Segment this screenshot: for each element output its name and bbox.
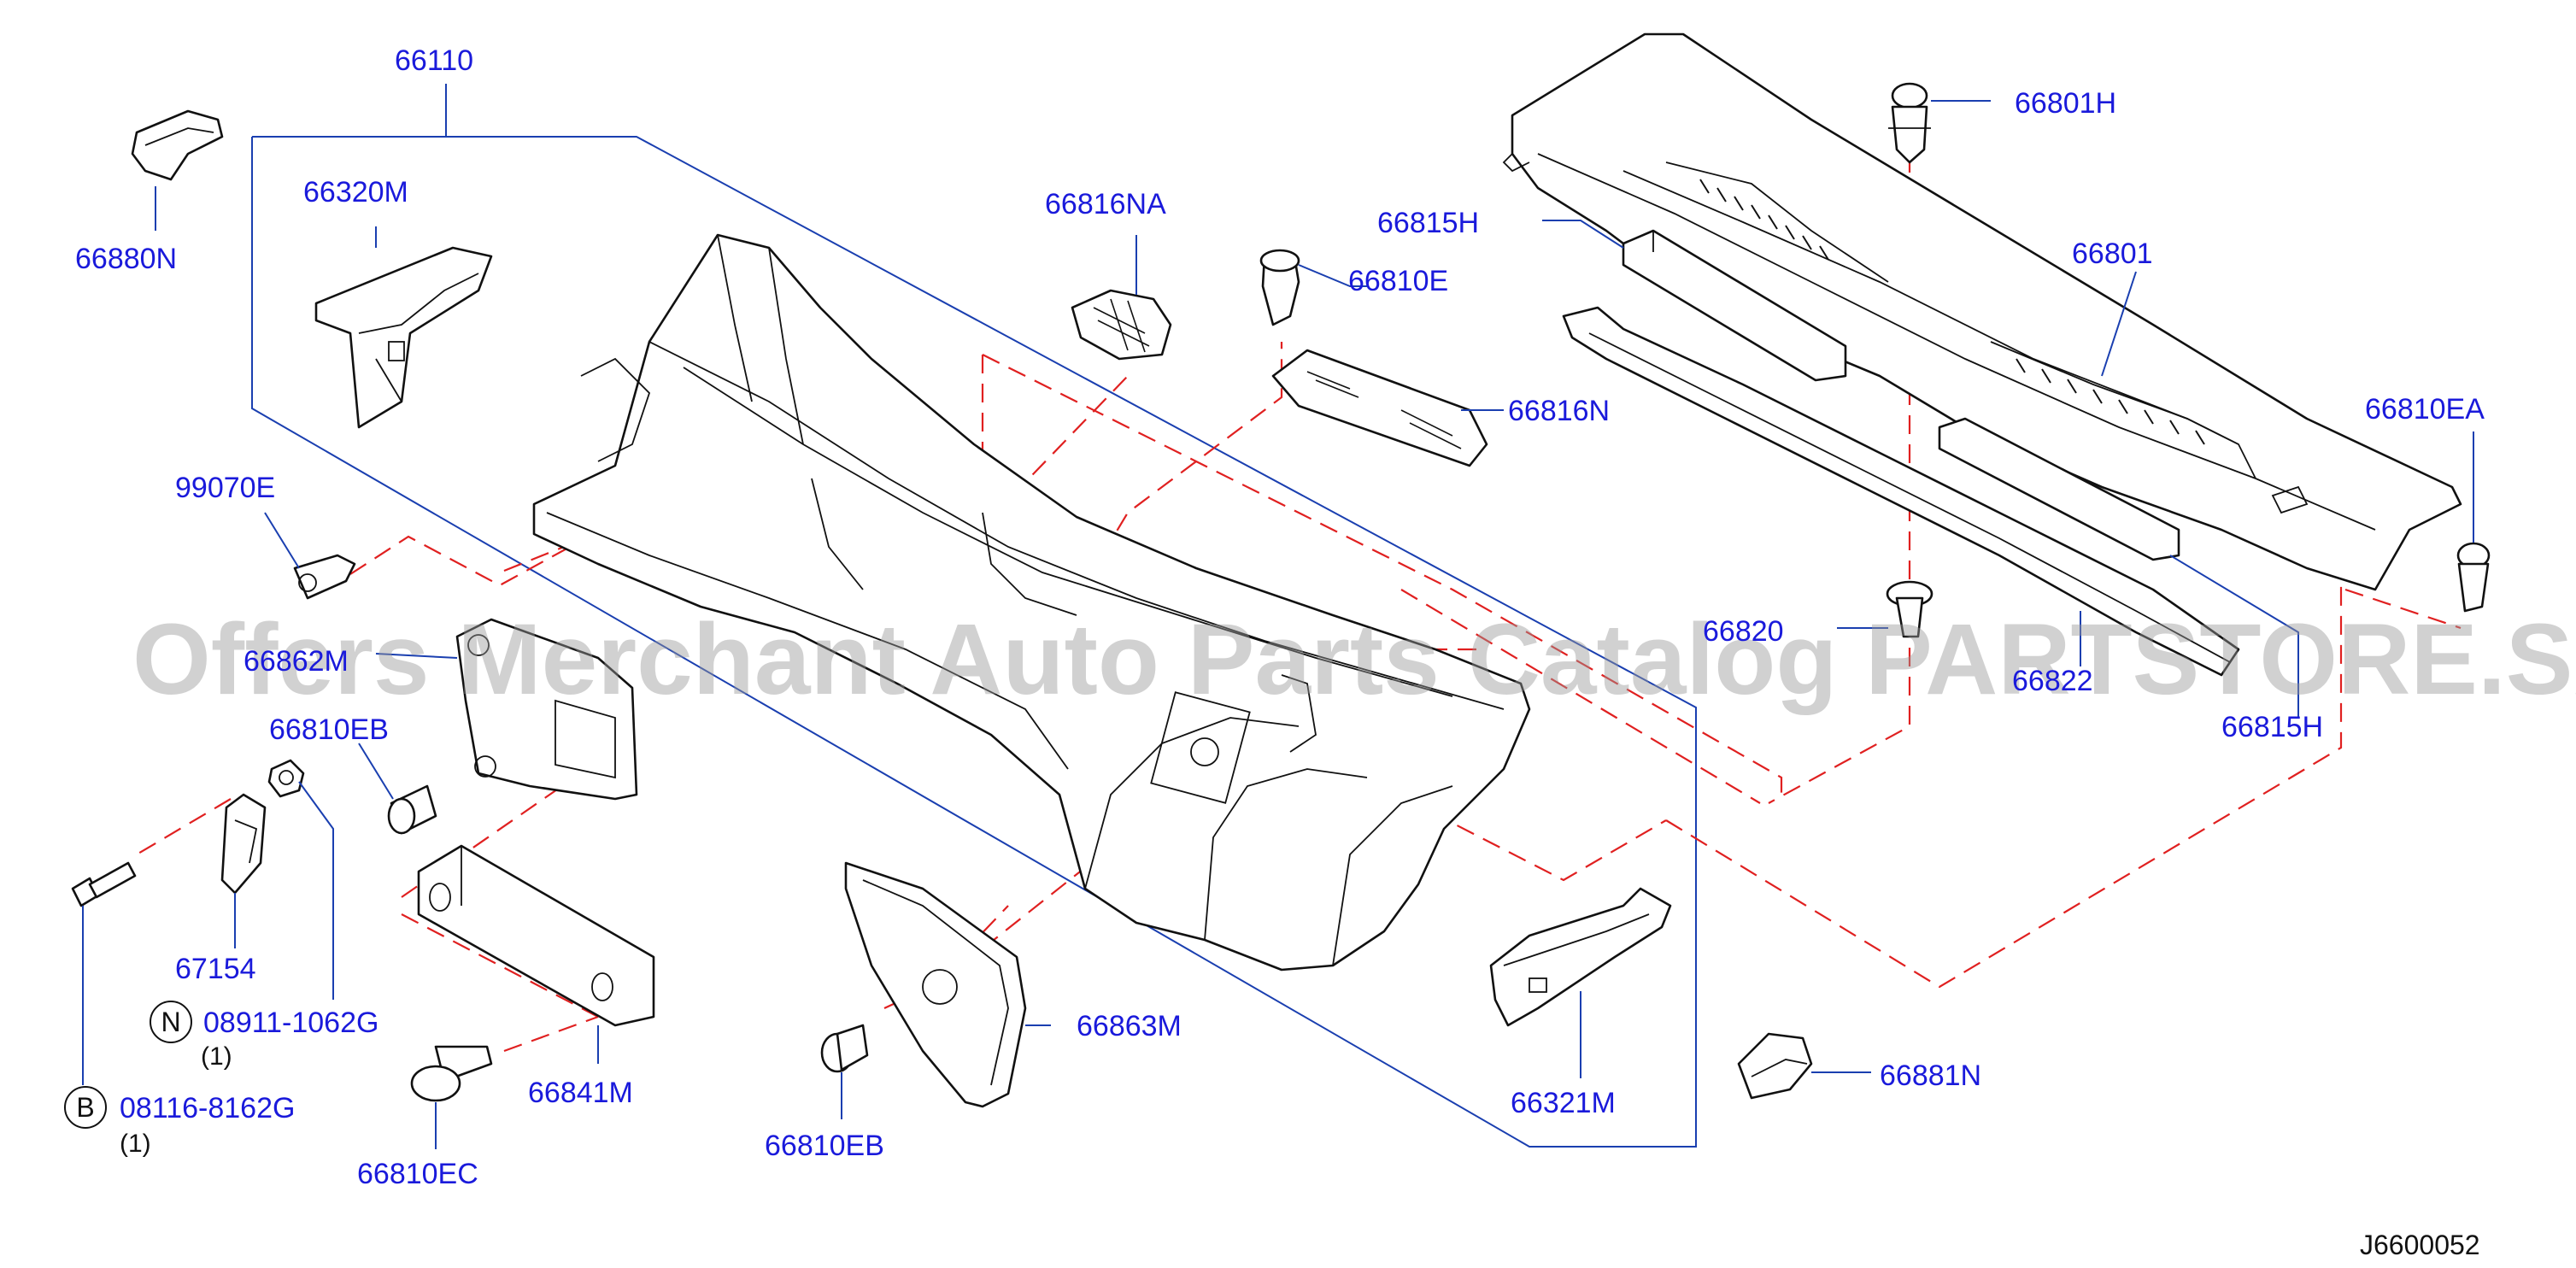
label-66801H: 66801H [2015, 87, 2116, 120]
cowl-lower-part [1562, 306, 2240, 677]
label-66810EC: 66810EC [357, 1158, 478, 1190]
assembly-frame [251, 136, 1697, 1148]
label-66110: 66110 [395, 44, 473, 77]
label-67154: 67154 [175, 953, 256, 985]
seal-66815H-upper-part [1622, 229, 1847, 382]
label-66822: 66822 [2012, 665, 2093, 697]
watermark: Offers Merchant Auto Parts Catalog PARTS… [132, 603, 2576, 716]
insulator-66863M-part [844, 861, 1027, 1108]
seal-66815H-lower-part [1938, 417, 2180, 561]
bracket-67154-part [220, 793, 267, 895]
diagram-reference: J6600052 [2360, 1230, 2480, 1260]
label-08116-8162G: 08116-8162G [120, 1092, 295, 1124]
label-66810E: 66810E [1348, 265, 1448, 297]
label-66810EA: 66810EA [2365, 393, 2485, 426]
clip-66880N-part [131, 109, 224, 181]
label-66863M: 66863M [1077, 1010, 1182, 1042]
label-66816NA: 66816NA [1045, 188, 1166, 220]
insulator-66862M-part [455, 618, 638, 801]
marker-n-text: N [161, 1007, 180, 1037]
label-66810EB-left: 66810EB [269, 713, 389, 746]
bracket-66320M-part [314, 246, 493, 429]
label-66862M: 66862M [244, 645, 349, 678]
label-66880N: 66880N [75, 243, 177, 275]
grommet-66810EB-left-part [387, 784, 437, 835]
marker-b-text: B [76, 1092, 94, 1123]
clip-66801H-part [1888, 82, 1931, 164]
bolt-part [71, 861, 137, 907]
label-66815H-upper: 66815H [1377, 207, 1479, 239]
label-66320M: 66320M [303, 176, 408, 208]
dash-panel-part [532, 233, 1531, 972]
leader-lines [82, 100, 2474, 1149]
pad-66841M-part [417, 844, 655, 1027]
grommet-66810EB-bottom-part [820, 1024, 869, 1073]
label-66816N: 66816N [1508, 395, 1610, 427]
clip-66881N-part [1737, 1032, 1813, 1100]
clip-66810EC-part [410, 1045, 493, 1102]
label-66881N: 66881N [1880, 1060, 1981, 1092]
marker-n: N [150, 1001, 192, 1043]
clip-99070E-part [293, 554, 356, 600]
cover-66816N-part [1271, 349, 1488, 467]
label-66841M: 66841M [528, 1077, 633, 1109]
quantity-08116: (1) [120, 1130, 151, 1158]
label-66810EB-bottom: 66810EB [765, 1130, 884, 1162]
quantity-08911: (1) [201, 1042, 232, 1071]
part-labels: 66110 66880N 66320M 99070E 66862M 66810E… [75, 44, 2485, 1190]
label-99070E: 99070E [175, 472, 275, 504]
marker-b: B [64, 1086, 107, 1129]
cover-66816NA-part [1071, 289, 1172, 361]
label-66820: 66820 [1703, 615, 1784, 648]
label-66815H-lower: 66815H [2221, 711, 2323, 743]
clip-66810EA-part [2456, 542, 2491, 613]
clip-66820-part [1886, 580, 1933, 638]
clip-66810E-part [1259, 249, 1300, 326]
label-08911-1062G: 08911-1062G [203, 1007, 378, 1039]
label-66801: 66801 [2072, 238, 2153, 270]
label-66321M: 66321M [1511, 1087, 1616, 1119]
bracket-66321M-part [1489, 887, 1672, 1027]
nut-part [267, 759, 305, 798]
